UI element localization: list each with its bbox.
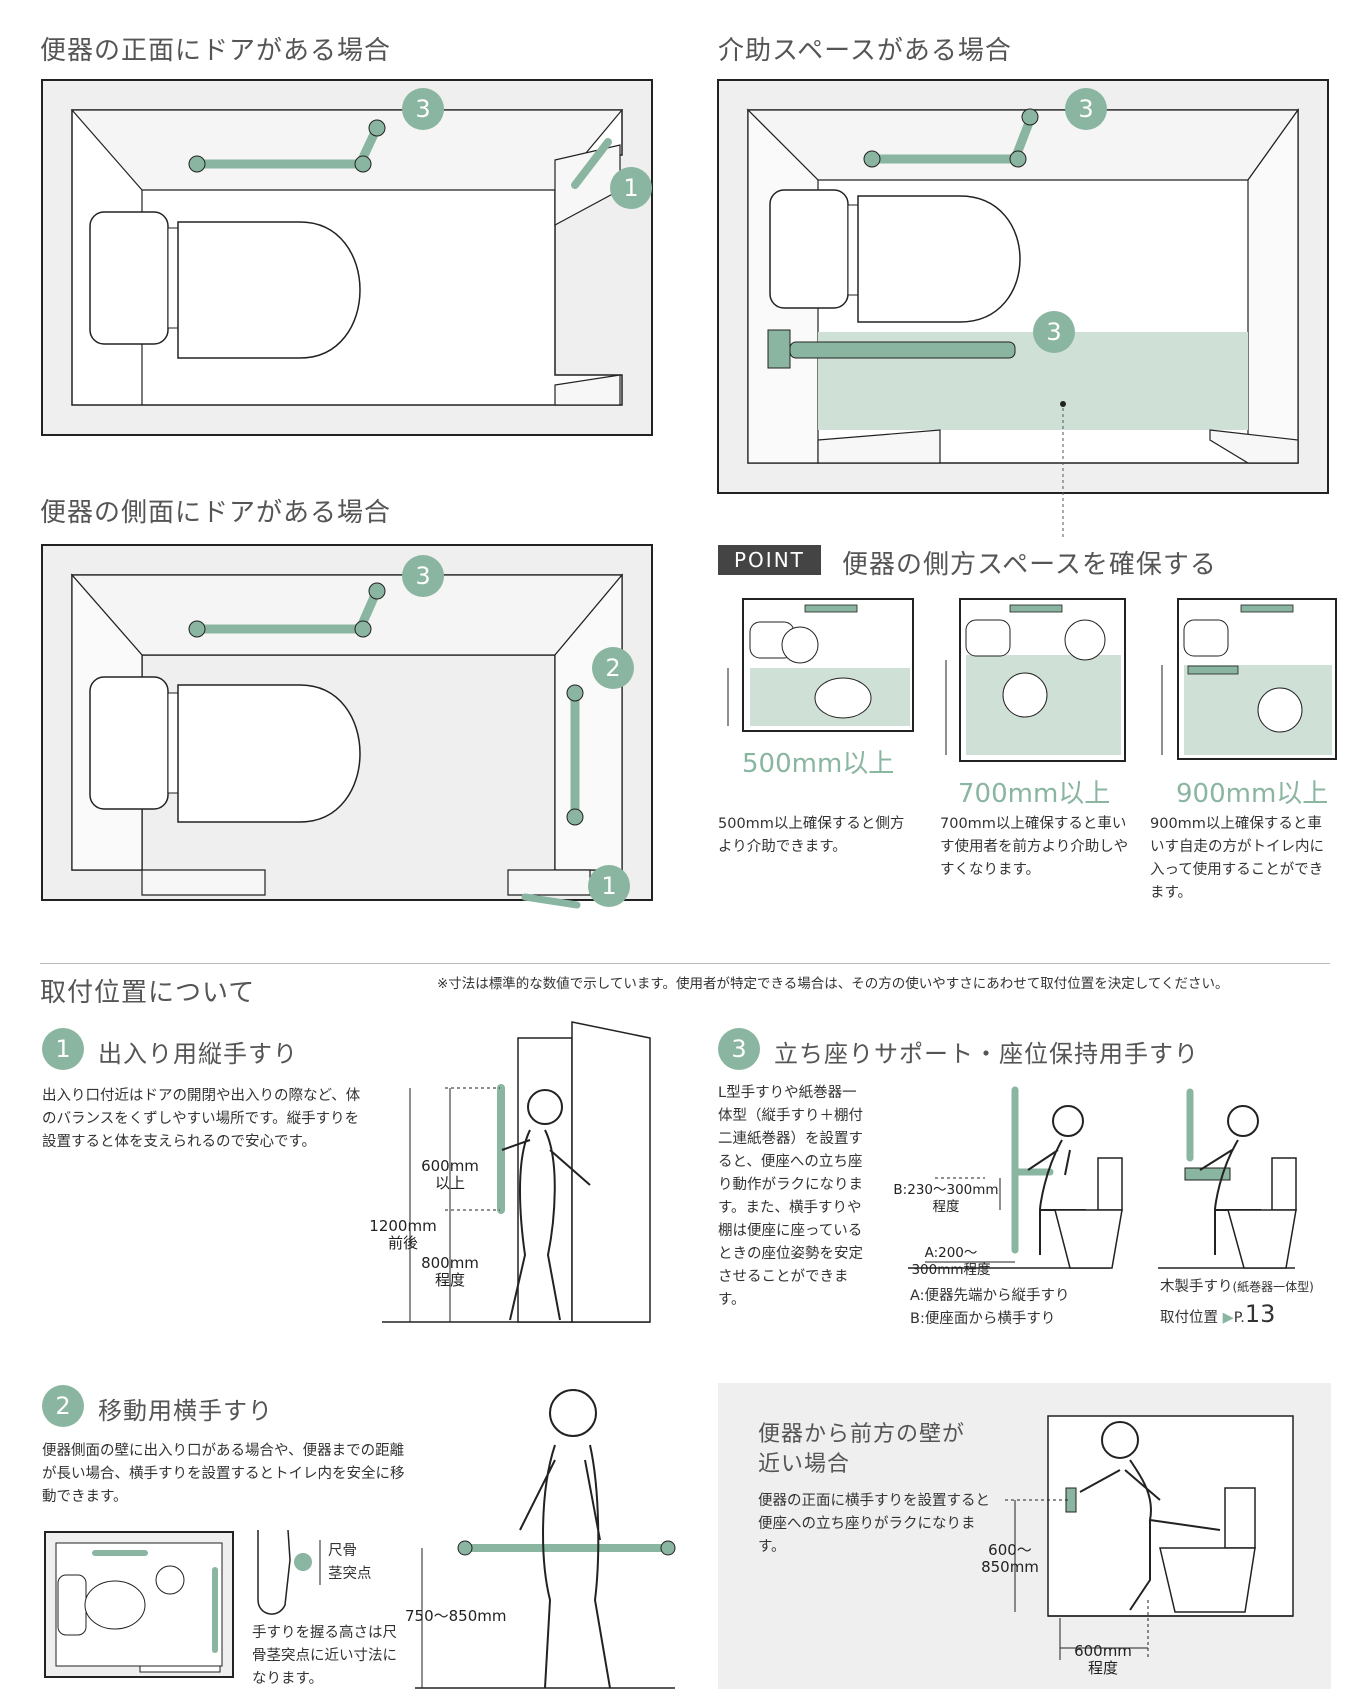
- point-dim-700: 700mm以上: [958, 779, 1111, 809]
- section3-ref-page: 13: [1244, 1300, 1276, 1328]
- section1-dim-b2: 前後: [387, 1234, 418, 1252]
- point-caption-700: 700mm以上確保すると車いす使用者を前方より介助しやすくなります。: [940, 816, 1129, 878]
- point-caption-500: 500mm以上確保すると側方より介助できます。: [718, 816, 905, 855]
- section1-dim-a1: 600mm: [421, 1157, 479, 1175]
- section3-legend-b: B:便座面から横手すり: [910, 1311, 1056, 1327]
- near-wall-title1: 便器から前方の壁が: [758, 1422, 966, 1447]
- section2-title: 移動用横手すり: [98, 1397, 273, 1425]
- section3-dim-a: A:200～ 300mm程度: [906, 1245, 996, 1279]
- install-title: 取付位置について: [40, 978, 256, 1008]
- section3-dim-b2: 程度: [932, 1199, 960, 1215]
- section2-wrist-label1: 尺骨: [328, 1543, 357, 1559]
- near-wall-dim3: 600mm: [1074, 1642, 1132, 1660]
- section2-text: 便器側面の壁に出入り口がある場合や、便器までの距離が長い場合、横手すりを設置する…: [42, 1443, 405, 1505]
- section1-dim-c2: 程度: [434, 1271, 465, 1289]
- section1-number: 1: [42, 1028, 84, 1070]
- section3-dim-a1: A:200～: [924, 1245, 978, 1261]
- section3-ref[interactable]: 取付位置 ▶P.13: [1160, 1300, 1275, 1328]
- section1-dim-b: 1200mm 前後: [368, 1218, 438, 1252]
- section2-height: 750～850mm: [405, 1607, 507, 1625]
- plan-front-title: 便器の正面にドアがある場合: [40, 36, 392, 66]
- near-wall-dim2: 850mm: [981, 1558, 1039, 1576]
- section3-title: 立ち座りサポート・座位保持用手すり: [774, 1040, 1199, 1068]
- near-wall-dim-height: 600～ 850mm: [975, 1542, 1045, 1576]
- section3-product-name: 木製手すり: [1160, 1279, 1233, 1295]
- section3-text: L型手すりや紙巻器一体型（縦手すり＋棚付二連紙巻器）を設置すると、便座への立ち座…: [718, 1085, 863, 1308]
- section3-ref-prefix: P.: [1233, 1310, 1245, 1326]
- section2-wrist-label: 尺骨 茎突点: [328, 1540, 372, 1586]
- section3-product: 木製手すり(紙巻器一体型): [1160, 1275, 1314, 1296]
- badge-3-plan-assist-b: 3: [1033, 311, 1075, 353]
- section3-dim-a2: 300mm程度: [911, 1262, 991, 1278]
- plan-assist-title: 介助スペースがある場合: [718, 36, 1012, 66]
- plan-side-title: 便器の側面にドアがある場合: [40, 498, 392, 528]
- section1-dim-b1: 1200mm: [369, 1217, 437, 1235]
- near-wall-dim1: 600～: [988, 1541, 1032, 1559]
- near-wall-dim4: 程度: [1087, 1659, 1118, 1677]
- badge-3-plan-side: 3: [402, 555, 444, 597]
- point-dim-500: 500mm以上: [742, 749, 895, 779]
- section1-dim-c: 800mm 程度: [415, 1255, 485, 1289]
- badge-1-plan-side: 1: [588, 865, 630, 907]
- section1-dim-a2: 以上: [434, 1174, 465, 1192]
- badge-3-plan-front: 3: [402, 88, 444, 130]
- section1-dim-c1: 800mm: [421, 1254, 479, 1272]
- section3-number: 3: [718, 1028, 760, 1070]
- badge-1-plan-front: 1: [610, 167, 652, 209]
- section3-dim-b1: B:230～300mm: [893, 1182, 999, 1198]
- section3-legend-a: A:便器先端から縦手すり: [910, 1288, 1070, 1304]
- section2-number: 2: [42, 1385, 84, 1427]
- section3-dim-b: B:230～300mm 程度: [886, 1182, 1006, 1216]
- badge-2-plan-side: 2: [592, 647, 634, 689]
- point-caption-900: 900mm以上確保すると車いす自走の方がトイレ内に入って使用することができます。: [1150, 816, 1324, 901]
- section1-text: 出入り口付近はドアの開閉や出入りの際など、体のバランスをくずしやすい場所です。縦…: [42, 1088, 361, 1150]
- section2-wrist-text: 手すりを握る高さは尺骨茎突点に近い寸法になります。: [252, 1625, 397, 1687]
- badge-3-plan-assist-a: 3: [1065, 88, 1107, 130]
- point-title: 便器の側方スペースを確保する: [842, 550, 1217, 580]
- near-wall-title: 便器から前方の壁が 近い場合: [758, 1420, 965, 1480]
- arrow-right-icon: ▶: [1222, 1310, 1234, 1326]
- near-wall-text: 便器の正面に横手すりを設置すると便座への立ち座りがラクになります。: [758, 1493, 990, 1555]
- section-divider: [40, 963, 1330, 964]
- install-note: ※寸法は標準的な数値で示しています。使用者が特定できる場合は、その方の使いやすさ…: [437, 976, 1229, 992]
- section1-dim-a: 600mm 以上: [415, 1158, 485, 1192]
- point-badge: POINT: [718, 545, 821, 575]
- section1-title: 出入り用縦手すり: [98, 1040, 298, 1068]
- section3-product-sub: (紙巻器一体型): [1232, 1280, 1314, 1294]
- section2-wrist-label2: 茎突点: [328, 1566, 372, 1582]
- point-dim-900: 900mm以上: [1176, 779, 1329, 809]
- near-wall-dim-depth: 600mm 程度: [1068, 1643, 1138, 1677]
- near-wall-title2: 近い場合: [758, 1452, 851, 1477]
- section3-ref-label: 取付位置: [1160, 1310, 1218, 1326]
